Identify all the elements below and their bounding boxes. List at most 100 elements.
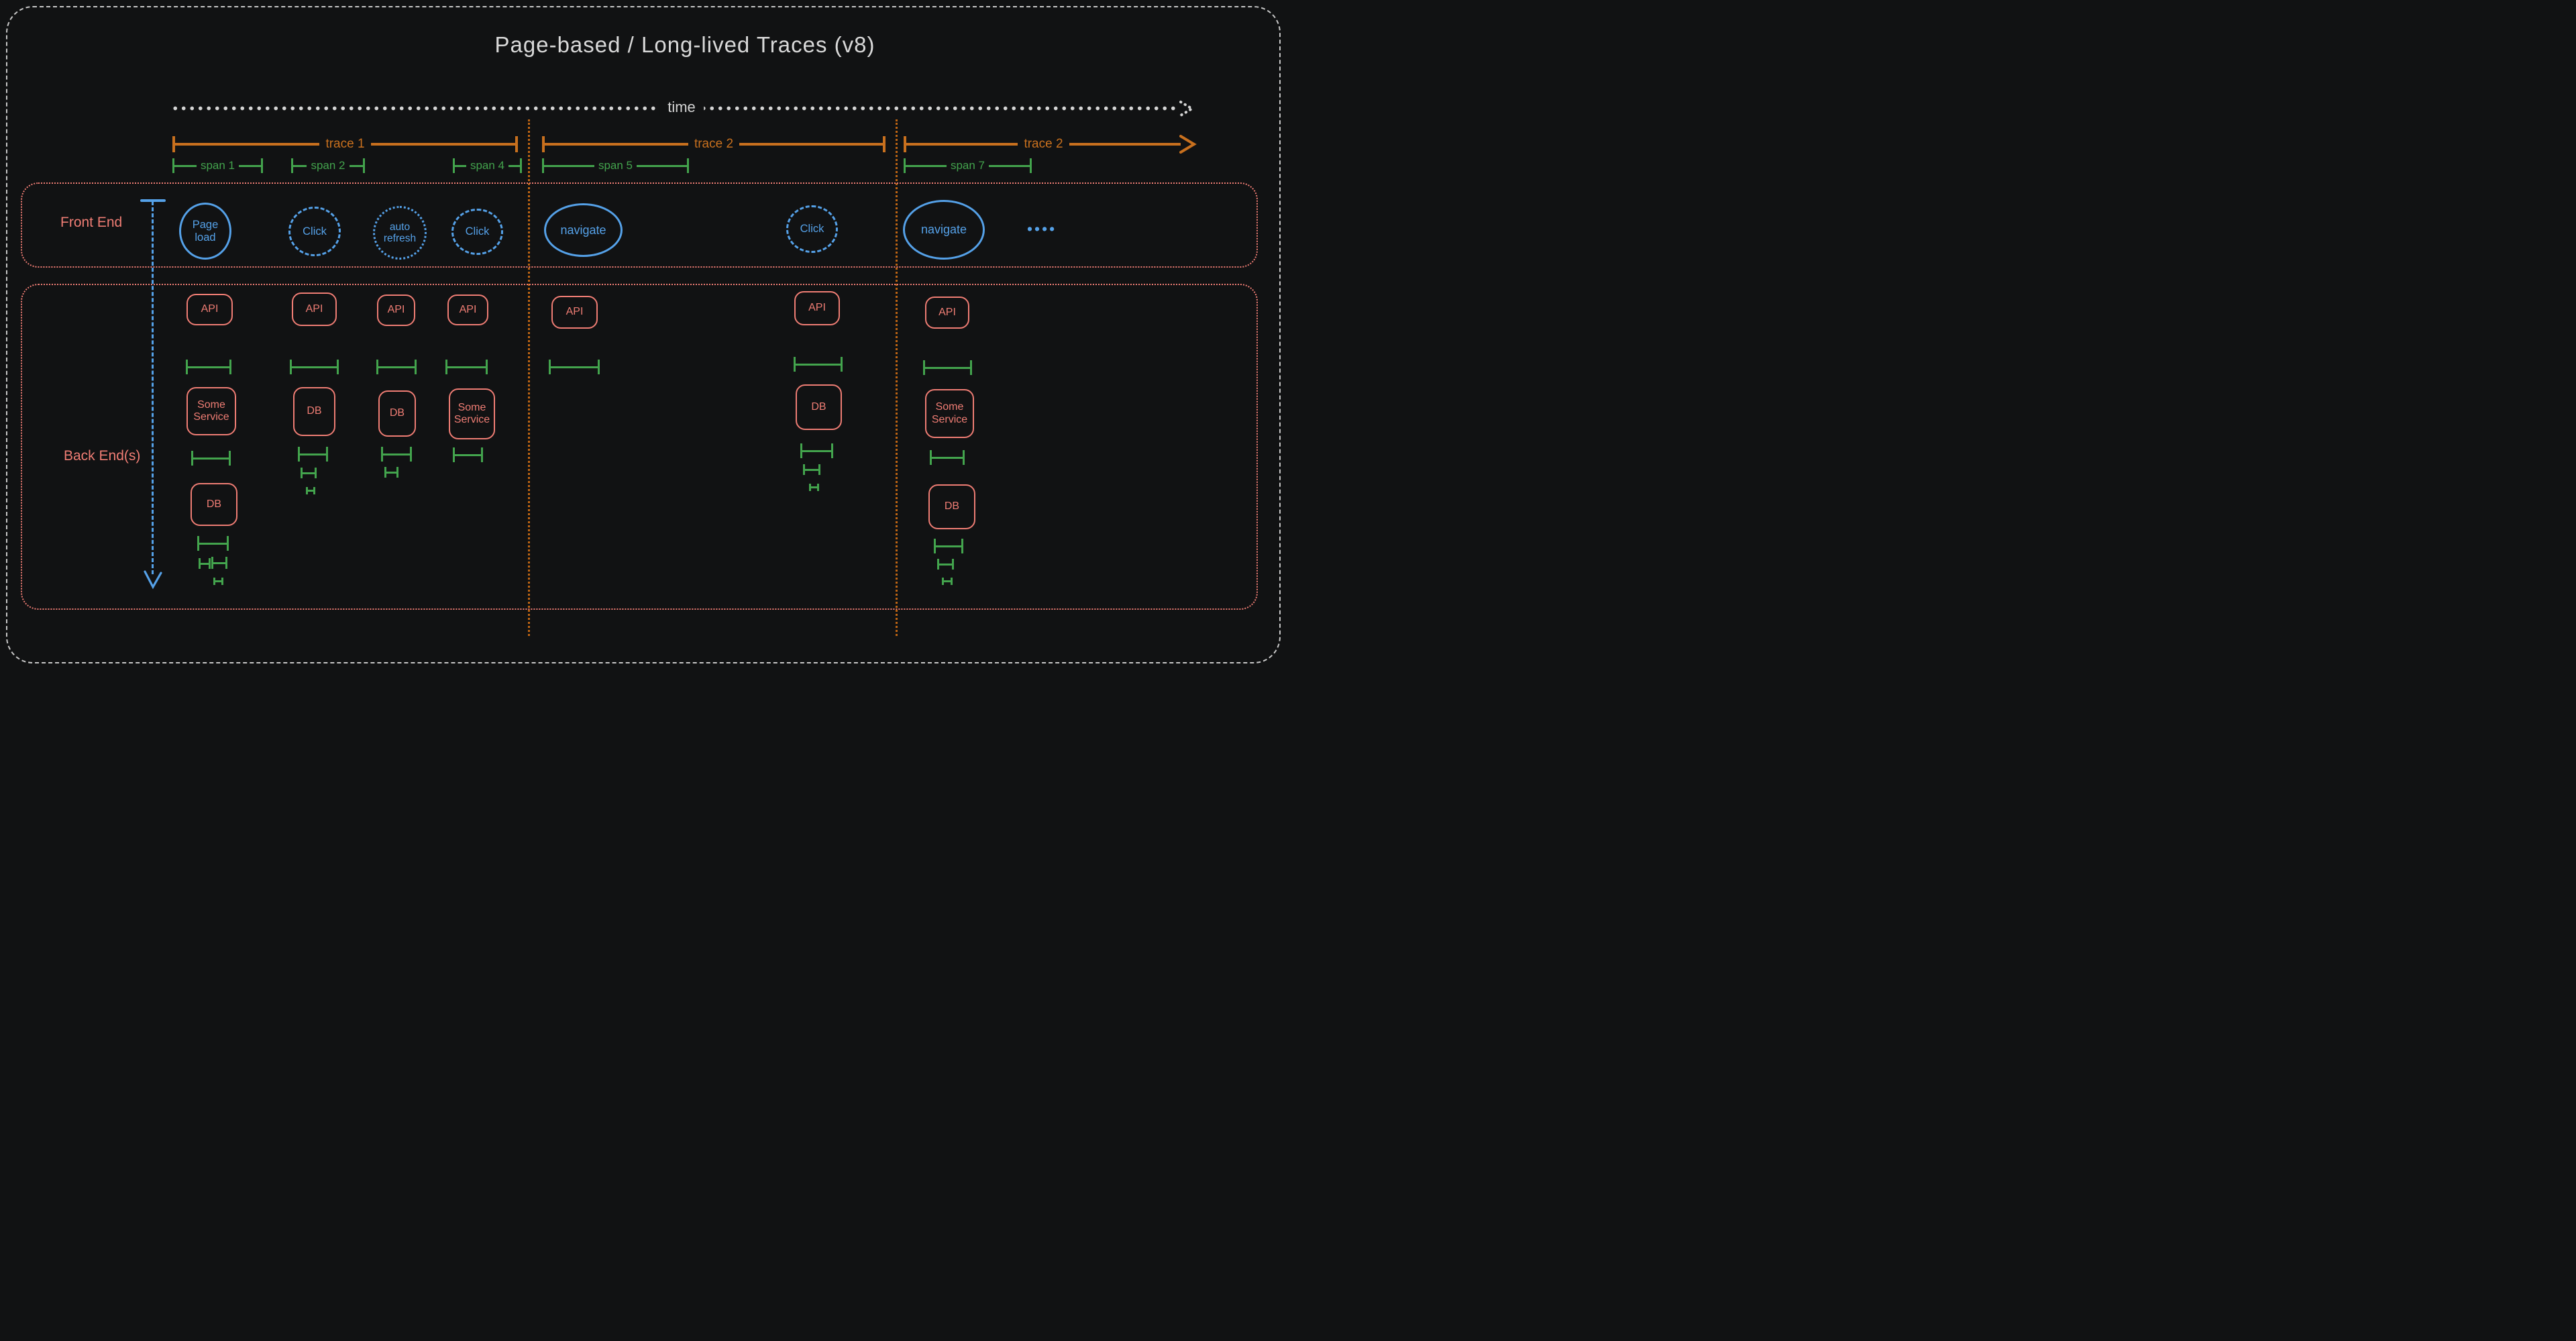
span-1-label: span 1 (196, 159, 239, 172)
backend-box-api: API (794, 291, 840, 325)
trace-3-arrow-icon (1179, 135, 1197, 154)
span-bracket (937, 559, 954, 570)
span-bracket (211, 557, 227, 569)
event-page-load: Page load (179, 203, 231, 260)
backend-box-label: Some Service (931, 401, 968, 425)
span-7-label: span 7 (946, 159, 989, 172)
span-bracket (803, 464, 820, 475)
span-2-label: span 2 (307, 159, 350, 172)
trace-2-label: trace 2 (688, 137, 740, 152)
backend-box-label: DB (206, 498, 222, 510)
span-5-bar: span 5 (542, 158, 689, 173)
trace-boundary-line (528, 119, 530, 636)
backend-box-db: DB (191, 483, 237, 526)
event-click-3-label: Click (800, 223, 824, 235)
event-click-2-label: Click (465, 225, 490, 238)
span-bracket (199, 558, 211, 569)
event-navigate-1-label: navigate (560, 223, 606, 237)
backend-box-label: API (201, 303, 219, 315)
backend-box-label: API (938, 306, 956, 318)
event-click-1-label: Click (303, 225, 327, 237)
span-7-bar: span 7 (904, 158, 1032, 173)
session-arrow-line (152, 201, 154, 574)
trace-1-label: trace 1 (319, 137, 371, 152)
backend-box-db: DB (378, 390, 416, 437)
span-bracket (298, 447, 328, 462)
backend-box-api: API (447, 294, 488, 325)
span-bracket (930, 450, 965, 465)
span-bracket (191, 451, 231, 466)
backend-box-db: DB (796, 384, 842, 430)
span-bracket (197, 536, 229, 551)
backend-box-api: API (551, 296, 598, 329)
backend-box-some-service: Some Service (186, 387, 236, 435)
span-bracket (800, 443, 833, 458)
session-arrow-head-icon (144, 570, 162, 589)
backend-box-label: Some Service (193, 398, 229, 423)
span-bracket (213, 578, 223, 585)
page-title: Page-based / Long-lived Traces (v8) (494, 32, 875, 57)
frontend-lane-box (21, 182, 1258, 268)
backend-box-db: DB (293, 387, 335, 436)
backend-box-api: API (925, 297, 969, 329)
backend-box-label: DB (307, 405, 322, 417)
span-bracket (923, 360, 972, 375)
event-auto-refresh: auto refresh (373, 206, 427, 260)
span-bracket (445, 360, 488, 374)
span-bracket (942, 578, 953, 585)
trace-1-bar: trace 1 (172, 136, 518, 152)
span-1-bar: span 1 (172, 158, 263, 173)
span-4-label: span 4 (466, 159, 509, 172)
span-bracket (384, 467, 398, 478)
event-navigate-2-label: navigate (920, 223, 967, 237)
event-click-2: Click (451, 209, 503, 255)
span-bracket (453, 447, 483, 462)
backend-box-api: API (377, 294, 415, 326)
span-bracket (381, 447, 412, 462)
span-bracket (934, 539, 963, 553)
backend-box-db: DB (928, 484, 975, 529)
backend-box-label: API (459, 303, 477, 315)
backend-box-label: DB (811, 400, 826, 413)
trace-3-label: trace 2 (1018, 137, 1069, 152)
backend-box-label: Some Service (453, 401, 490, 425)
span-bracket (549, 360, 600, 374)
backend-box-label: API (305, 303, 323, 315)
span-5-label: span 5 (594, 159, 637, 172)
span-2-bar: span 2 (291, 158, 365, 173)
backend-box-label: API (808, 302, 826, 314)
backend-box-api: API (292, 292, 337, 326)
span-bracket (306, 487, 315, 494)
event-navigate-2: navigate (903, 200, 985, 260)
trace-2-bar: trace 2 (542, 136, 885, 152)
event-auto-refresh-label: auto refresh (383, 221, 417, 244)
backend-lane-box (21, 284, 1258, 610)
backend-box-some-service: Some Service (449, 388, 495, 439)
frontend-lane-label: Front End (60, 215, 123, 230)
event-click-3: Click (786, 205, 838, 253)
span-4-bar: span 4 (453, 158, 522, 173)
trace-boundary-line (896, 119, 898, 636)
event-navigate-1: navigate (544, 203, 623, 257)
backend-box-label: API (387, 304, 405, 316)
backend-lane-label: Back End(s) (64, 448, 141, 464)
span-bracket (301, 468, 317, 478)
event-click-1: Click (288, 207, 341, 256)
time-axis-label: time (659, 99, 704, 116)
outer-dashed-border (6, 6, 1281, 663)
backend-box-label: API (566, 306, 584, 318)
event-page-load-label: Page load (192, 219, 219, 244)
span-bracket (794, 357, 843, 372)
diagram-canvas: { "title": "Page-based / Long-lived Trac… (0, 0, 1288, 671)
span-bracket (809, 484, 819, 491)
backend-box-label: DB (944, 500, 960, 513)
span-bracket (376, 360, 417, 374)
backend-box-some-service: Some Service (925, 389, 974, 438)
trace-3-bar: trace 2 (904, 135, 1197, 154)
backend-box-api: API (186, 294, 233, 325)
time-axis-arrow-icon (1179, 101, 1195, 117)
backend-box-label: DB (389, 407, 405, 419)
span-bracket (290, 360, 339, 374)
session-arrow-cap (140, 199, 166, 202)
more-events-dots: •••• (1027, 220, 1057, 237)
